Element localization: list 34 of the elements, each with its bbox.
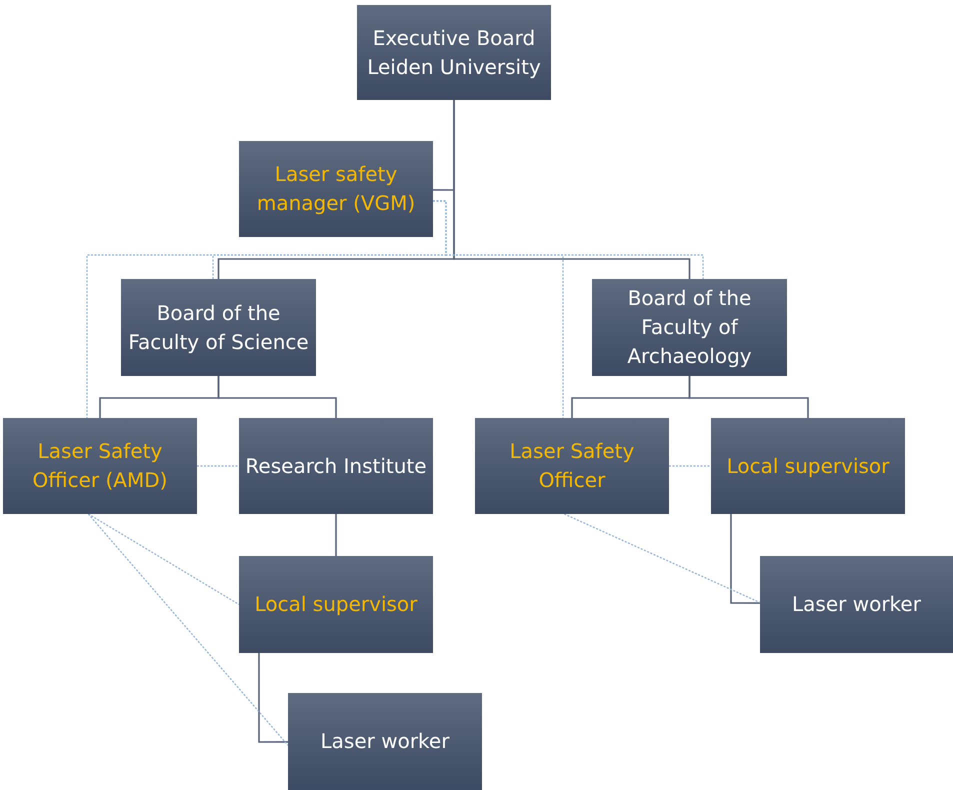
dotted-connector <box>564 513 760 604</box>
box-label: Board of the Faculty of Science <box>127 300 310 356</box>
connector-line <box>688 376 809 418</box>
org-box <box>592 279 787 376</box>
box-label: Research Institute <box>245 452 427 480</box>
box-label: Local supervisor <box>726 452 890 480</box>
connector-line <box>453 100 690 279</box>
org-box <box>760 556 953 653</box>
dotted-connector <box>669 465 711 467</box>
org-box <box>711 418 905 514</box>
box-label: Laser Safety Officer (AMD) <box>32 438 168 494</box>
box-label: Board of the Faculty of Archaeology <box>626 285 753 370</box>
connector-line <box>258 653 288 743</box>
org-box <box>3 418 197 514</box>
org-box <box>357 5 551 100</box>
box-label: Laser safety manager (VGM) <box>256 161 416 217</box>
dotted-connector <box>88 514 288 746</box>
connector-line <box>218 376 337 418</box>
org-box <box>475 418 669 514</box>
box-label: Laser worker <box>792 591 921 618</box>
dotted-connector <box>88 513 240 606</box>
box-label: Local supervisor <box>254 591 418 618</box>
box-label: Laser Safety Officer <box>508 438 636 494</box>
dotted-connector <box>197 465 239 467</box>
connector-line <box>730 514 760 604</box>
org-box <box>239 418 433 514</box>
dotted-connector <box>433 200 704 279</box>
box-label: Executive Board Leiden University <box>366 24 542 80</box>
org-box <box>121 279 316 376</box>
org-box <box>239 141 433 237</box>
org-box <box>288 693 482 790</box>
box-label: Laser worker <box>320 728 450 755</box>
org-box <box>239 556 433 653</box>
connector-line <box>335 514 337 556</box>
